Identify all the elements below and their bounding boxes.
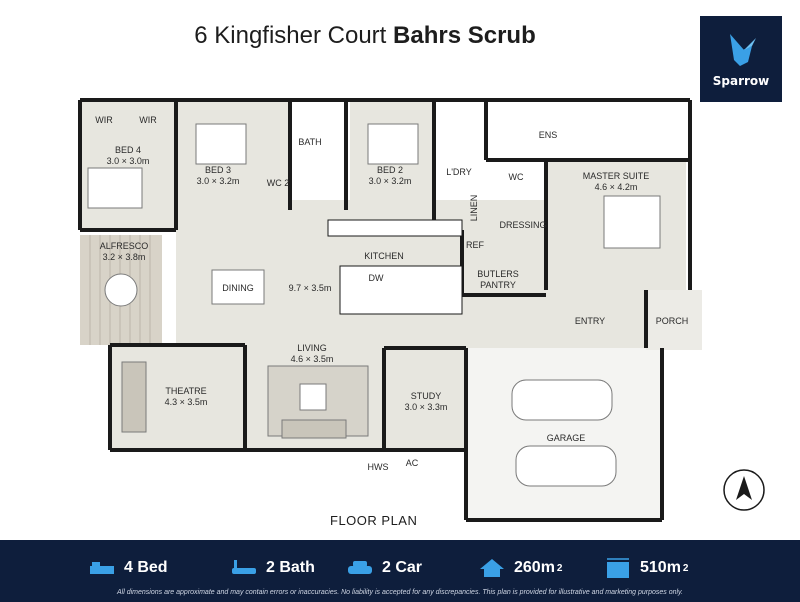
size-kitchen-dining: 9.7 × 3.5m: [289, 283, 332, 293]
label-living: LIVING: [297, 343, 327, 353]
disclaimer: All dimensions are approximate and may c…: [117, 589, 683, 596]
room-labels: WIR WIR BED 4 3.0 × 3.0m BED 3 3.0 × 3.2…: [95, 115, 688, 472]
size-master: 4.6 × 4.2m: [595, 182, 638, 192]
car-2: [515, 445, 617, 487]
label-wir2: WIR: [139, 115, 157, 125]
label-porch: PORCH: [656, 316, 689, 326]
label-pantry: PANTRY: [480, 280, 516, 290]
kitchen-island: [339, 265, 463, 315]
label-kitchen: KITCHEN: [364, 251, 404, 261]
label-linen: LINEN: [469, 195, 479, 222]
dining-table: [211, 269, 265, 305]
car-icon: [348, 561, 372, 574]
sparrow-logo[interactable]: Sparrow: [700, 16, 782, 102]
label-wir1: WIR: [95, 115, 113, 125]
stat-car: 2 Car: [346, 556, 422, 580]
label-study: STUDY: [411, 391, 442, 401]
porch-floor: [646, 290, 702, 350]
label-theatre: THEATRE: [165, 386, 206, 396]
bed-icon: [90, 562, 114, 574]
walls: [78, 98, 692, 522]
floor-plan-label: FLOOR PLAN: [330, 513, 418, 528]
kitchen-bench: [327, 219, 463, 237]
sofa: [281, 419, 347, 439]
label-dining: DINING: [222, 283, 254, 293]
size-theatre: 4.3 × 3.5m: [165, 397, 208, 407]
coffee-table: [299, 383, 327, 411]
sparrow-bird-icon: [730, 34, 756, 66]
alfresco-table: [104, 273, 138, 307]
suburb: Bahrs Scrub: [393, 22, 536, 49]
bath-icon: [232, 560, 256, 574]
address: 6 Kingfisher Court: [194, 22, 387, 49]
logo-name: Sparrow: [712, 74, 770, 88]
label-butlers: BUTLERS: [477, 269, 519, 279]
car-1: [511, 379, 613, 421]
house-icon: [480, 559, 504, 577]
size-living: 4.6 × 3.5m: [291, 354, 334, 364]
size-study: 3.0 × 3.3m: [405, 402, 448, 412]
label-ref: REF: [466, 240, 485, 250]
label-ac: AC: [406, 458, 419, 468]
label-bed3: BED 3: [205, 165, 231, 175]
label-entry: ENTRY: [575, 316, 605, 326]
stat-bed: 4 Bed: [88, 556, 168, 580]
label-master: MASTER SUITE: [583, 171, 650, 181]
garage-floor: [466, 348, 662, 520]
label-bed2: BED 2: [377, 165, 403, 175]
master-bed: [603, 195, 661, 249]
property-title: 6 Kingfisher Court Bahrs Scrub: [0, 22, 730, 50]
size-bed4: 3.0 × 3.0m: [107, 156, 150, 166]
size-bed2: 3.0 × 3.2m: [369, 176, 412, 186]
bed3-bed: [195, 123, 247, 165]
bed2-bed: [367, 123, 419, 165]
label-bed4: BED 4: [115, 145, 141, 155]
land-area-icon: [607, 558, 629, 578]
bed4-bed: [87, 167, 143, 209]
label-ldry: L'DRY: [446, 167, 472, 177]
label-alfresco: ALFRESCO: [100, 241, 149, 251]
stat-bath: 2 Bath: [230, 556, 315, 580]
label-dressing: DRESSING: [499, 220, 546, 230]
floor-plan: WIR WIR BED 4 3.0 × 3.0m BED 3 3.0 × 3.2…: [78, 98, 765, 522]
label-garage: GARAGE: [547, 433, 586, 443]
label-bath: BATH: [298, 137, 321, 147]
size-bed3: 3.0 × 3.2m: [197, 176, 240, 186]
label-hws: HWS: [368, 462, 389, 472]
size-alfresco: 3.2 × 3.8m: [103, 252, 146, 262]
label-wc2: WC 2: [267, 178, 290, 188]
theatre-sofa: [121, 361, 147, 433]
label-wc: WC: [509, 172, 524, 182]
label-dw: DW: [369, 273, 384, 283]
label-ens: ENS: [539, 130, 558, 140]
